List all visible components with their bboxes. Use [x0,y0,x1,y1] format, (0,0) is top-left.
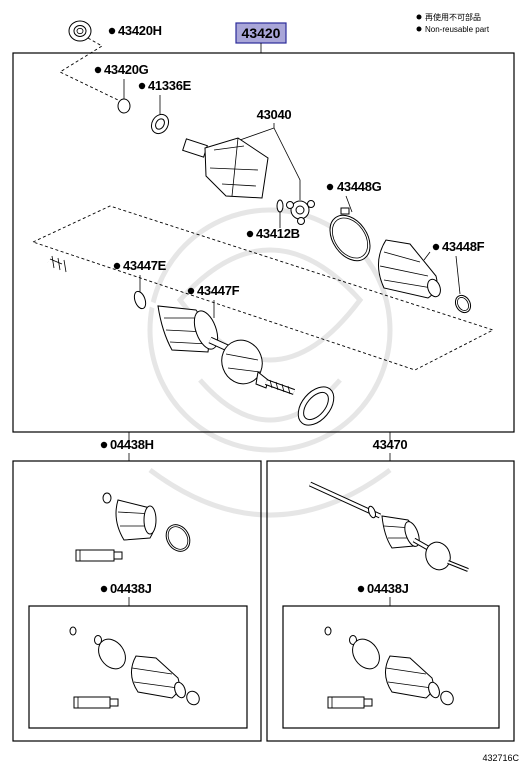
legend: 再使用不可部品 Non-reusable part [416,12,490,34]
label-04438J-left: 04438J [110,581,152,596]
main-frame [12,52,515,433]
bullet-icon [416,14,422,20]
callout-43447E[interactable]: 43447E [113,258,167,292]
kit-04438J-right[interactable]: 04438J [282,581,500,729]
label-43447E: 43447E [123,258,167,273]
kit-04438J-left[interactable]: 04438J [28,581,248,729]
inboard-joint-icon [182,137,269,199]
kit-43470[interactable]: 43470 [266,437,515,742]
callout-43448F[interactable]: 43448F [378,239,485,315]
kit-frame-left [12,460,262,742]
label-43420H: 43420H [118,23,162,38]
grease-tube-icon [327,696,373,709]
callout-41336E[interactable]: 41336E [138,78,192,137]
label-43448G: 43448G [337,179,382,194]
label-43412B: 43412B [256,226,300,241]
assembly-43420[interactable]: 43420 [235,22,287,53]
snap-ring-icon [150,113,170,135]
callout-43448G[interactable]: 43448G [322,179,382,268]
shaft-assembly-small-icon [308,481,469,572]
grease-tube-icon [73,696,119,709]
circlip-icon [276,199,284,213]
callout-43420G[interactable]: 43420G [94,62,149,114]
label-04438J-right: 04438J [367,581,409,596]
callout-43420H[interactable]: 43420H [59,20,162,101]
label-04438H: 04438H [110,437,154,452]
outer-boot-icon [102,492,191,552]
kit-04438H[interactable]: 04438H [12,437,262,742]
callout-43412B[interactable]: 43412B [246,199,300,241]
callout-43447F[interactable]: 43447F [187,283,240,318]
inner-boot-icon [324,626,454,706]
kit-outline [31,205,495,371]
grease-tube-icon [75,549,123,562]
small-clamp-icon [454,294,472,314]
label-43420G: 43420G [104,62,149,77]
callout-43040[interactable]: 43040 [182,107,301,200]
legend-jp: 再使用不可部品 [425,12,481,22]
label-43040: 43040 [257,107,292,122]
inboard-boot-icon [378,239,441,299]
label-43470: 43470 [373,437,408,452]
seal-icon [68,20,92,42]
label-43448F: 43448F [442,239,485,254]
figure-id: 432716C [482,753,519,763]
cap-icon [117,98,131,114]
label-43420: 43420 [242,25,281,41]
dust-seal-icon [297,386,335,426]
kit-frame-right [266,460,515,742]
kit-frame-inner-right [282,605,500,729]
shaft-assembly-icon [47,255,296,395]
inner-boot-icon [69,626,200,706]
boot-clamp-icon [329,207,371,262]
kit-frame-inner-left [28,605,248,729]
bullet-icon [416,26,422,32]
label-43447F: 43447F [197,283,240,298]
tripod-icon [286,200,315,225]
label-41336E: 41336E [148,78,192,93]
legend-en: Non-reusable part [425,25,490,34]
